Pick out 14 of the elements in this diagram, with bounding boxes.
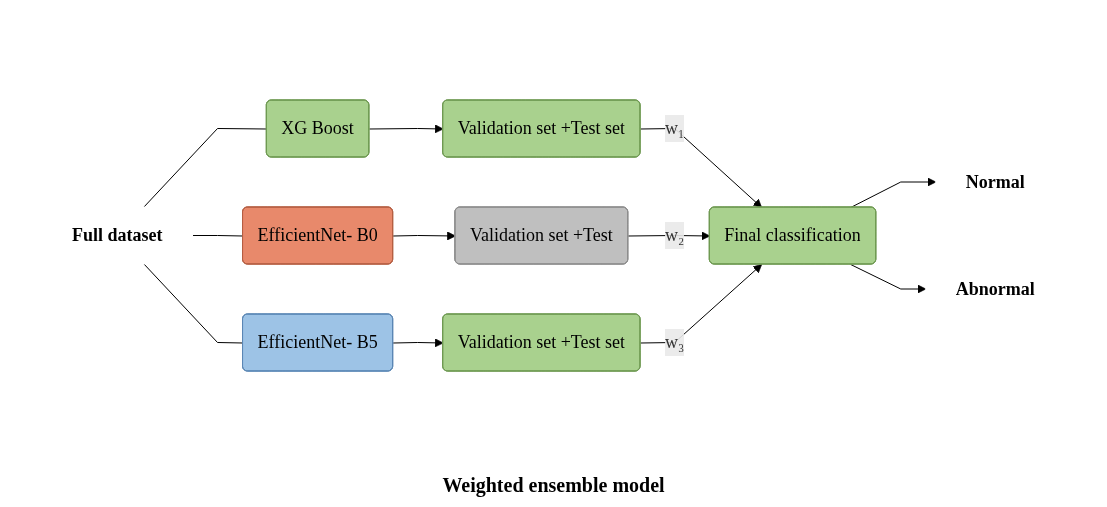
connector [192,234,244,236]
arrow [392,231,456,240]
edge-label: w₃ [665,331,685,352]
connector [143,263,244,343]
edge-label: w₂ [665,224,685,245]
arrow [850,263,927,293]
node-text: Abnormal [955,278,1035,298]
arrow [368,123,444,133]
node-text: Full dataset [72,224,163,245]
connector [143,127,268,207]
node-text: Normal [965,171,1025,191]
caption: Weighted ensemble model [442,474,665,497]
edge-label: w₁ [665,117,685,138]
arrow [392,337,444,347]
